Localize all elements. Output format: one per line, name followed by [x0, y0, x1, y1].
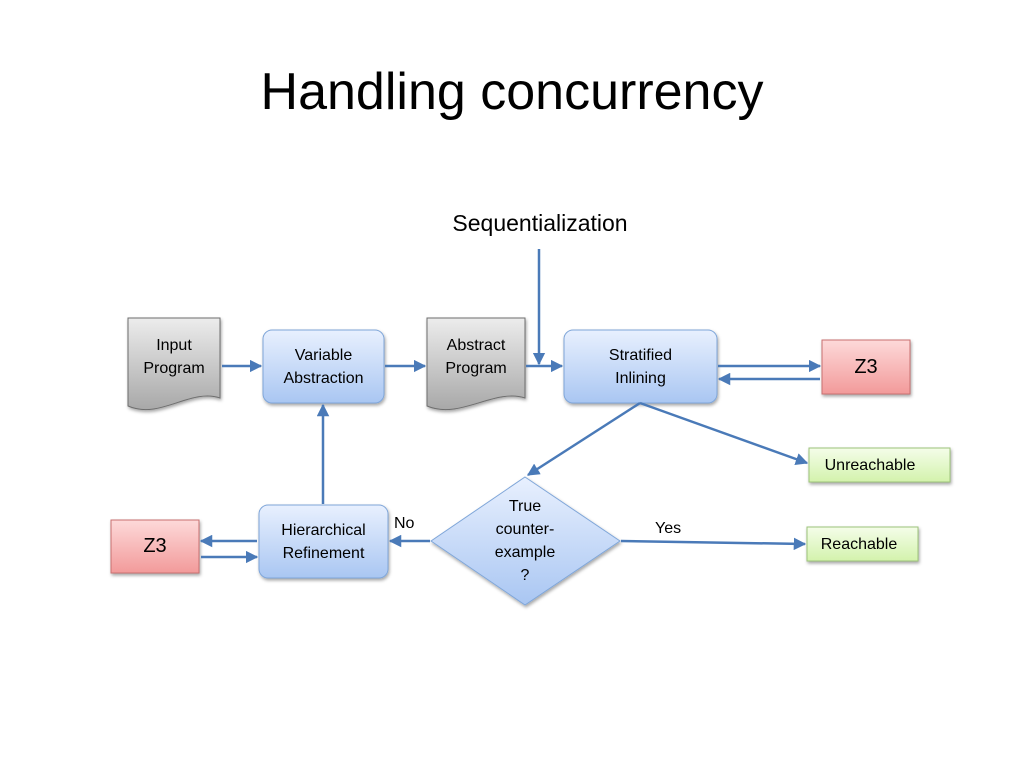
- no-edge-label: No: [394, 515, 415, 532]
- reachable-box: [806, 526, 919, 562]
- z3-right-label: Z3: [854, 355, 878, 378]
- variable-abstraction-box: [262, 329, 385, 404]
- hierarchical-refinement-box: [258, 504, 389, 579]
- arrow-decision-to-reachable: [620, 537, 807, 551]
- stratified-inlining-label: Stratified Inlining: [608, 346, 673, 387]
- arrow-inlining-to-unreachable: [639, 401, 809, 466]
- input-program-label: Input Program: [143, 337, 205, 377]
- input-program-doc: [127, 317, 221, 411]
- abstract-program-doc: [426, 317, 526, 411]
- hierarchical-refinement-label: Hierarchical Refinement: [281, 521, 366, 562]
- yes-edge-label: Yes: [655, 520, 682, 537]
- variable-abstraction-label: Variable Abstraction: [283, 346, 364, 387]
- arrow-inlining-to-decision: [526, 401, 641, 477]
- z3-left-label: Z3: [143, 535, 167, 557]
- z3-left-box: [110, 519, 200, 574]
- decision-label: True counter- example ?: [494, 498, 556, 584]
- unreachable-box: [808, 447, 951, 483]
- unreachable-label: Unreachable: [824, 456, 916, 474]
- decision-diamond: [430, 476, 621, 606]
- z3-right-box: [821, 339, 911, 395]
- abstract-program-label: Abstract Program: [445, 337, 507, 377]
- slide-title: Handling concurrency: [260, 63, 764, 121]
- sequentialization-label: Sequentialization: [452, 210, 628, 236]
- reachable-label: Reachable: [820, 535, 898, 553]
